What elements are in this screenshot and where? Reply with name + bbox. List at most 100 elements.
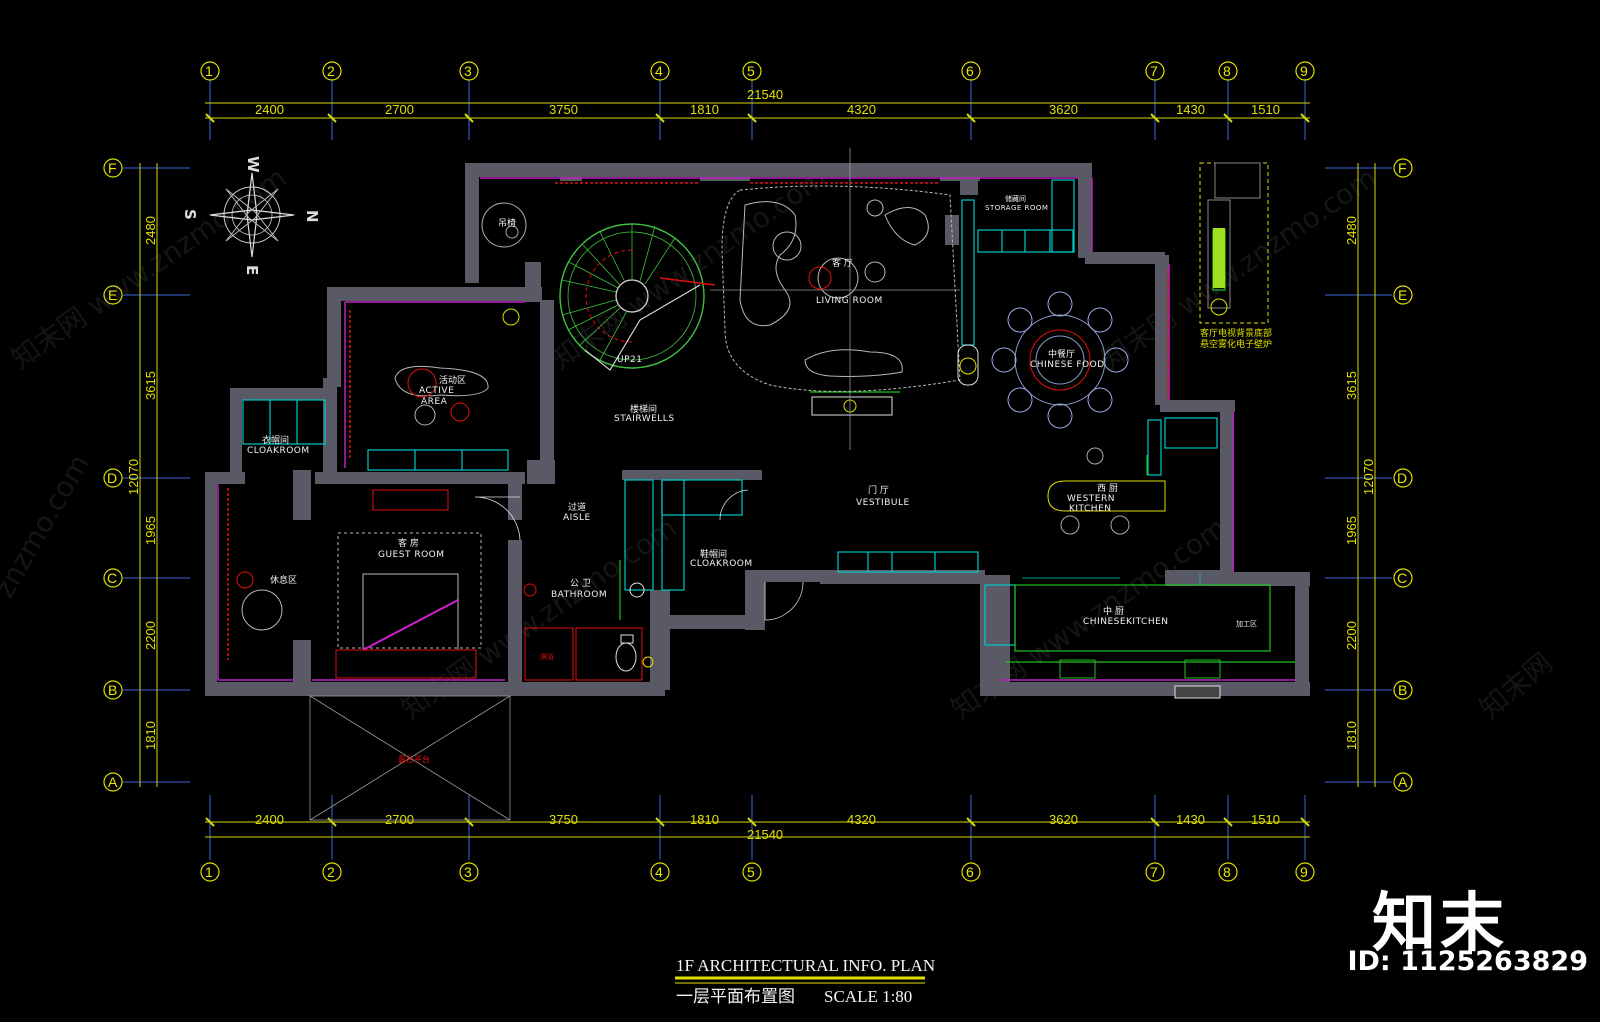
label-vestibule-cn: 门 厅 — [868, 484, 889, 496]
grid-label: 1 — [205, 63, 213, 79]
green-lines — [619, 229, 1295, 663]
dining-table — [991, 291, 1129, 429]
living-room-furniture — [721, 185, 979, 416]
label-guest-cn: 客 房 — [398, 537, 419, 549]
grid-label: 2 — [327, 864, 335, 880]
dim-text: 12070 — [1361, 459, 1376, 495]
grid-label: 3 — [464, 63, 472, 79]
grid-label: A — [1398, 774, 1408, 790]
fireplace-detail — [1199, 162, 1269, 324]
label-storage-en: STORAGE ROOM — [985, 204, 1048, 212]
spiral-stair — [559, 223, 716, 371]
grid-bubbles-right — [1393, 158, 1413, 792]
label-hanging-chair: 吊椅 — [498, 217, 516, 229]
bathroom-fixtures — [523, 582, 654, 681]
label-cloak1-en: CLOAKROOM — [247, 446, 310, 456]
grid-labels-left: F E D C B A — [107, 160, 118, 790]
dim-text: 1430 — [1176, 102, 1205, 117]
grid-label: 4 — [655, 864, 663, 880]
label-living-cn: 客 厅 — [832, 257, 853, 269]
label-prep-cn: 加工区 — [1236, 619, 1257, 628]
fireplace-note-1: 客厅电视背景底部 — [1200, 327, 1272, 339]
grid-label: 5 — [747, 63, 755, 79]
grid-label: 6 — [966, 864, 974, 880]
grid-label: F — [1398, 160, 1407, 176]
dim-text: 3620 — [1049, 102, 1078, 117]
grid-label: 1 — [205, 864, 213, 880]
grid-label: F — [108, 160, 117, 176]
label-bath-en: BATHROOM — [551, 590, 607, 600]
dim-text: 2480 — [1344, 216, 1359, 245]
grid-label: C — [107, 570, 117, 586]
dim-text: 2700 — [385, 102, 414, 117]
grid-label: E — [1398, 287, 1407, 303]
wall-outlines — [217, 177, 1296, 681]
dim-text: 2480 — [143, 216, 158, 245]
label-western-en-2: KITCHEN — [1069, 504, 1112, 514]
dim-text: 21540 — [747, 87, 783, 102]
label-kitchen-en: CHINESEKITCHEN — [1083, 617, 1169, 627]
label-western-cn: 西 厨 — [1097, 483, 1118, 494]
title-block: 1F ARCHITECTURAL INFO. PLAN 一层平面布置图 SCAL… — [675, 956, 935, 1006]
dim-text: 1965 — [143, 516, 158, 545]
title-cn: 一层平面布置图 — [676, 987, 795, 1006]
dim-text: 4320 — [847, 812, 876, 827]
dim-text: 12070 — [126, 459, 141, 495]
activity-area-furniture — [394, 308, 520, 426]
dim-text: 1965 — [1344, 516, 1359, 545]
grid-label: 8 — [1223, 63, 1231, 79]
chinese-kitchen-fixtures — [1059, 659, 1221, 699]
dim-text: 2200 — [143, 621, 158, 650]
grid-label: 8 — [1223, 864, 1231, 880]
label-activity-en-1: ACTIVE — [419, 386, 454, 396]
dim-text: 1810 — [690, 102, 719, 117]
compass-e: E — [243, 265, 261, 275]
doors — [474, 489, 1201, 621]
right-dimension-labels: 2480 3615 12070 1965 2200 1810 — [1344, 216, 1376, 750]
compass-s: S — [181, 209, 199, 220]
dimension-ticks — [205, 113, 1310, 827]
label-aisle-en: AISLE — [563, 513, 591, 523]
label-kitchen-cn: 中 厨 — [1103, 605, 1124, 617]
label-western-en-1: WESTERN — [1067, 494, 1115, 504]
dim-text: 1810 — [143, 721, 158, 750]
fireplace-note-2: 悬空雾化电子壁炉 — [1200, 338, 1272, 350]
dim-text: 1510 — [1251, 812, 1280, 827]
label-bath-cn: 公 卫 — [570, 578, 591, 589]
label-shower-cn: 淋浴 — [540, 652, 554, 661]
kitchen-island — [1047, 447, 1166, 535]
compass-w: W — [244, 156, 262, 173]
dim-text: 2200 — [1344, 621, 1359, 650]
watermark: 知末网 — [1473, 646, 1559, 725]
label-guest-en: GUEST ROOM — [378, 550, 445, 560]
cabinets — [242, 179, 1218, 646]
grid-bubbles-bottom — [200, 862, 1315, 882]
dim-text: 1430 — [1176, 812, 1205, 827]
label-rest-cn: 休息区 — [270, 574, 297, 586]
dim-text: 2700 — [385, 812, 414, 827]
label-shoe-cn: 鞋帽间 — [700, 548, 727, 560]
grid-labels-top: 1 2 3 4 5 6 7 8 9 — [205, 63, 1308, 79]
watermark: znzmo.com — [0, 449, 96, 604]
label-stair-cn: 楼梯间 — [630, 403, 657, 415]
dim-text: 2400 — [255, 102, 284, 117]
grid-label: 7 — [1150, 63, 1158, 79]
label-storage-cn: 储藏间 — [1005, 194, 1026, 203]
terrace — [309, 695, 511, 821]
compass-icon: W E S N — [181, 156, 321, 275]
hanging-chair — [481, 202, 527, 248]
compass-n: N — [303, 210, 321, 223]
grid-labels-bottom: 1 2 3 4 5 6 7 8 9 — [205, 864, 1308, 880]
label-cloak1-cn: 衣帽间 — [262, 434, 289, 446]
top-dimension-labels: 21540 2400 2700 3750 1810 4320 3620 1430… — [255, 87, 1280, 117]
grid-label: 2 — [327, 63, 335, 79]
label-activity-en-2: AREA — [421, 397, 448, 407]
stair-up-label: UP21 — [617, 355, 642, 365]
label-living-en: LIVING ROOM — [816, 296, 883, 306]
grid-labels-right: F E D C B A — [1397, 160, 1408, 790]
terrace-label: 露台平台 — [398, 754, 430, 764]
center-lines — [710, 148, 960, 450]
grid-label: 5 — [747, 864, 755, 880]
grid-label: B — [108, 682, 117, 698]
